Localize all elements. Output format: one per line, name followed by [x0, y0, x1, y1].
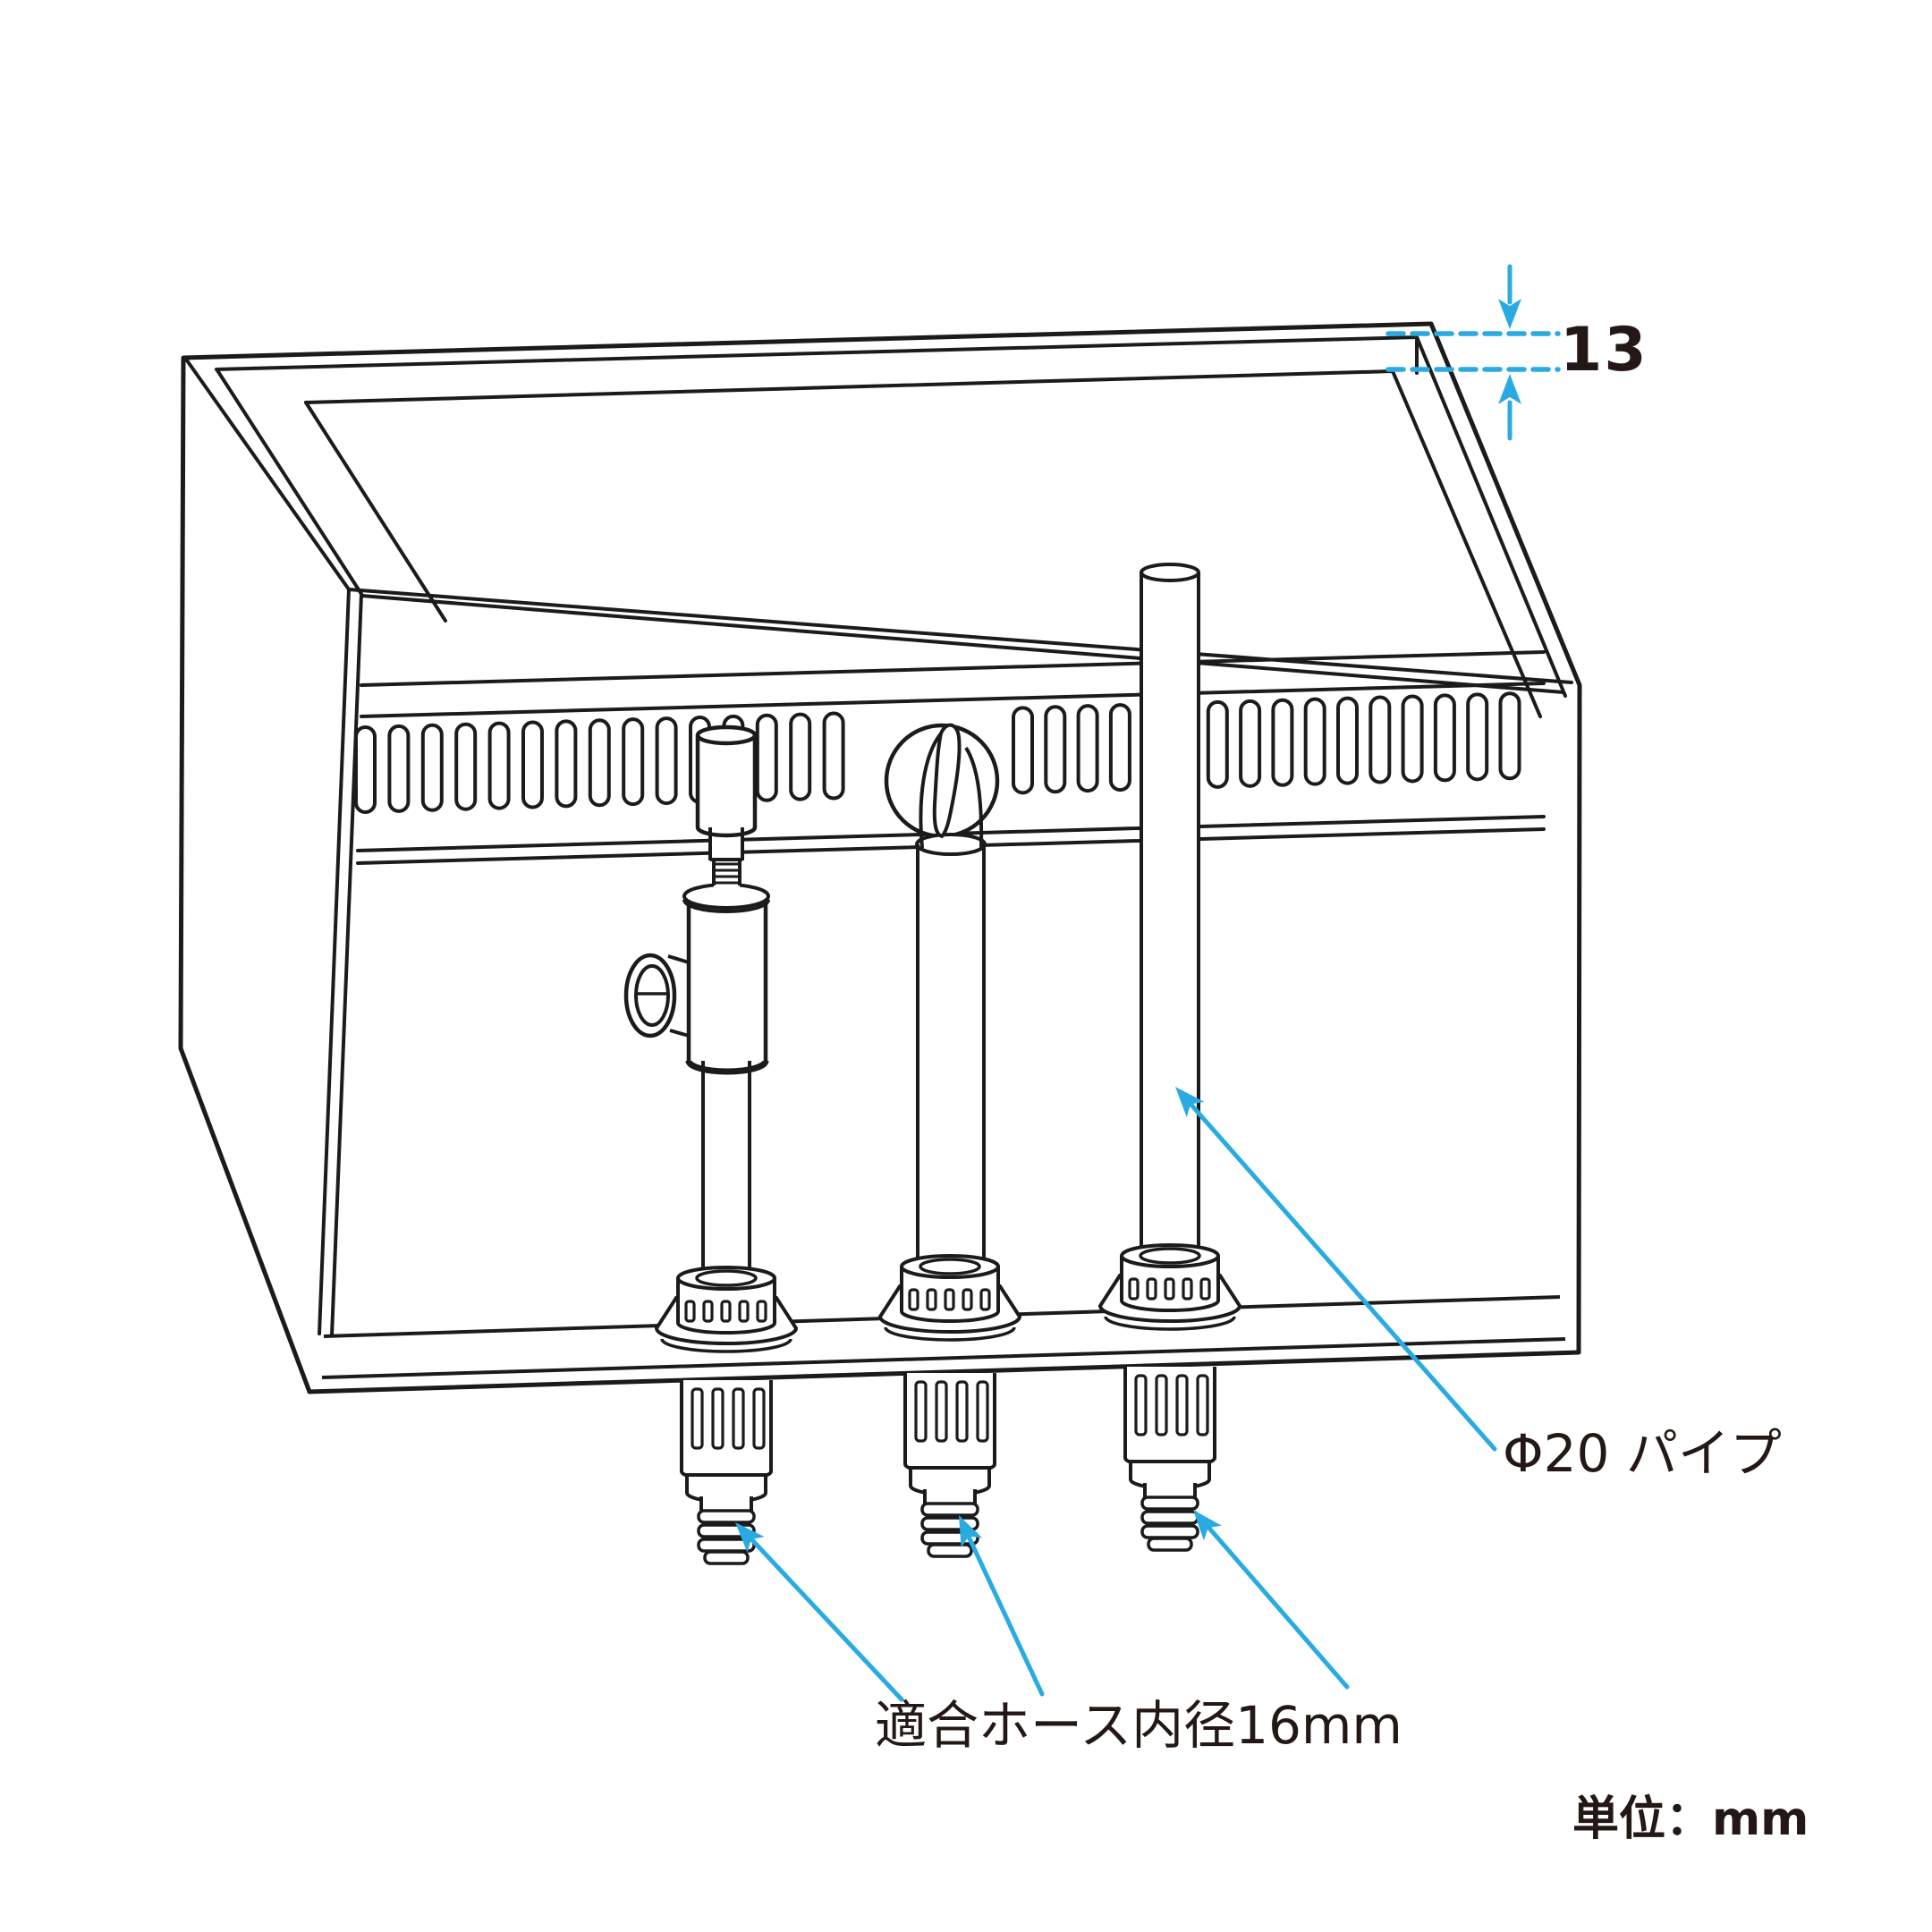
- leader-phi20: [1166, 1079, 1497, 1452]
- phi20-pipe: [1140, 563, 1200, 1249]
- castellation-slot: [756, 1300, 767, 1323]
- vent-slot: [588, 718, 611, 808]
- sleeve-slot: [955, 1380, 969, 1443]
- vent-slot: [1466, 692, 1489, 782]
- hose-barb: [697, 1509, 756, 1565]
- sleeve-slot: [691, 1387, 704, 1450]
- castellation-slot: [1146, 1277, 1157, 1301]
- leader-barb-right: [1184, 1502, 1350, 1690]
- air-valve-assembly: [623, 724, 770, 1274]
- castellation-slot: [1199, 1277, 1211, 1301]
- vent-slot: [1498, 691, 1521, 781]
- vent-slot: [1044, 705, 1067, 794]
- castellation-slot: [944, 1288, 955, 1311]
- bulkhead-fittings: [654, 1243, 1242, 1565]
- castellation-slot: [1164, 1277, 1175, 1301]
- vent-slot: [487, 721, 511, 810]
- pipe-mouth: [932, 723, 962, 839]
- leader-barb-left: [726, 1514, 904, 1702]
- vent-slot: [789, 712, 812, 801]
- vent-slot: [1076, 704, 1099, 793]
- sleeve-slot: [935, 1380, 948, 1443]
- castellation-slot: [962, 1288, 973, 1311]
- bulkhead-fitting: [1097, 1243, 1242, 1552]
- castellation-slot: [1182, 1277, 1193, 1301]
- pipe-socket-hole: [919, 1258, 981, 1275]
- sleeve-slot: [976, 1380, 989, 1443]
- vent-slot: [1012, 706, 1034, 795]
- vent-slot: [655, 716, 678, 806]
- vent-slot: [755, 713, 778, 802]
- dimension-value-13: 13: [1560, 315, 1648, 386]
- vent-slot: [1206, 699, 1229, 789]
- label-hose-inner-diameter: 適合ホース内径16mm: [875, 1695, 1402, 1756]
- vent-slot: [1303, 697, 1326, 786]
- vent-slot: [521, 720, 544, 809]
- vent-slot: [1368, 695, 1392, 784]
- bulkhead-fitting: [877, 1254, 1022, 1558]
- vent-slot: [1433, 693, 1456, 783]
- dimension-13: [1385, 264, 1561, 441]
- castellation-slot: [684, 1300, 696, 1323]
- label-phi20-pipe: Φ20 パイプ: [1503, 1423, 1782, 1484]
- vent-slot: [555, 719, 578, 809]
- vent-slot: [1401, 694, 1424, 784]
- castellation-slot: [720, 1300, 732, 1323]
- vent-slot: [420, 723, 444, 812]
- vent-slot: [1271, 698, 1294, 787]
- rim-inner-edge: [215, 335, 1567, 698]
- sump-box-outline: [178, 321, 1582, 1394]
- castellation-slot: [926, 1288, 937, 1311]
- vent-slot: [354, 725, 377, 814]
- pipe-socket-hole: [1139, 1247, 1201, 1265]
- castellation-slot: [908, 1288, 919, 1311]
- vent-slot: [622, 717, 645, 807]
- sleeve-slot: [1196, 1374, 1209, 1436]
- vent-slot: [1108, 703, 1131, 792]
- vent-slot: [387, 724, 411, 813]
- vent-slot: [1239, 699, 1262, 788]
- sleeve-slot: [752, 1387, 766, 1450]
- pipe-socket-hole: [695, 1269, 758, 1287]
- annotations: [726, 264, 1561, 1702]
- hose-barb: [1140, 1496, 1199, 1552]
- sleeve-slot: [711, 1387, 724, 1450]
- arrow-head-up-icon: [1498, 374, 1521, 404]
- sleeve-slot: [914, 1380, 928, 1443]
- vent-slot: [454, 722, 478, 811]
- castellation-slot: [702, 1300, 714, 1323]
- castellation-slot: [738, 1300, 750, 1323]
- vent-slot: [822, 711, 845, 801]
- leader-barb-middle: [948, 1510, 1045, 1697]
- label-unit-mm: 単位：mm: [1572, 1792, 1809, 1846]
- sleeve-slot: [1134, 1374, 1148, 1436]
- castellation-slot: [1128, 1277, 1140, 1301]
- bulkhead-fitting: [654, 1266, 799, 1565]
- castellation-slot: [979, 1288, 991, 1311]
- siphon-pipe: [915, 723, 987, 1263]
- sleeve-slot: [1155, 1374, 1168, 1436]
- sleeve-slot: [732, 1387, 745, 1450]
- vent-slot: [1336, 696, 1359, 785]
- sleeve-slot: [1175, 1374, 1189, 1436]
